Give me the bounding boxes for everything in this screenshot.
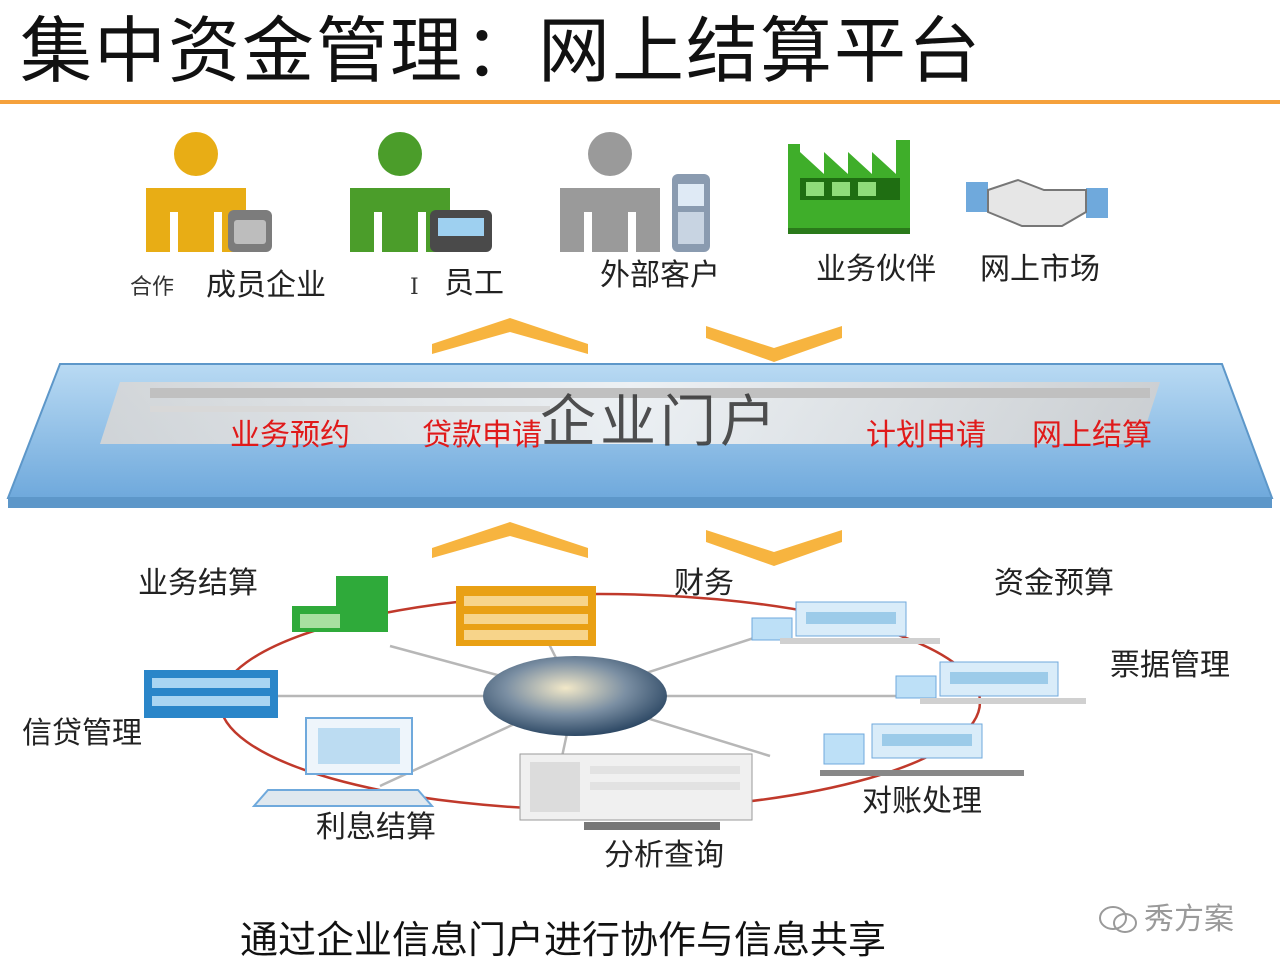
portal-center-label: 企业门户 [540, 390, 780, 455]
label-finance: 财务 [674, 566, 734, 601]
arrow-up-left [432, 318, 588, 354]
portal-item-settlement: 网上结算 [1032, 418, 1152, 453]
label-member-enterprise: 成员企业 [206, 268, 326, 303]
portal-bar [6, 363, 1274, 508]
person-yellow-icon [146, 132, 272, 252]
watermark-text: 秀方案 [1144, 902, 1234, 937]
server-blue-icon [144, 670, 278, 718]
globe-icon [483, 656, 667, 736]
computer-icon-budget [751, 601, 940, 644]
person-gray-phone-icon [560, 132, 710, 252]
person-green-icon [350, 132, 492, 252]
diagram: 合作 成员企业 I 员工 外部客户 业务伙伴 网上市场 企业门户 业务预约 贷款… [0, 106, 1280, 906]
label-bill-management: 票据管理 [1110, 648, 1230, 683]
diagram-artwork [6, 132, 1274, 830]
arrow-up-left-lower [432, 522, 588, 558]
label-external-customer: 外部客户 [600, 258, 720, 293]
label-fund-budget: 资金预算 [994, 566, 1114, 601]
watermark: 秀方案 [1098, 898, 1234, 942]
footer-caption: 通过企业信息门户进行协作与信息共享 [240, 918, 887, 962]
server-orange-icon [456, 586, 596, 646]
label-prefix-member: 合作 [130, 275, 175, 300]
workstation-icon [251, 717, 435, 807]
factory-icon [788, 140, 910, 234]
arrow-down-right [706, 326, 842, 362]
label-business-partner: 业务伙伴 [816, 252, 936, 287]
page-title: 集中资金管理：网上结算平台 [20, 9, 983, 93]
label-credit-management: 信贷管理 [22, 716, 142, 751]
label-prefix-staff: I [410, 275, 419, 300]
computer-icon-reconcile [820, 723, 1024, 776]
portal-item-booking: 业务预约 [230, 418, 350, 453]
label-interest-settlement: 利息结算 [316, 810, 436, 845]
database-icon [519, 753, 753, 830]
wechat-icon [1099, 906, 1137, 933]
label-staff: 员工 [444, 266, 504, 301]
portal-item-loan: 贷款申请 [422, 418, 542, 453]
portal-item-plan: 计划申请 [866, 418, 986, 453]
handshake-icon [966, 178, 1108, 227]
title-divider [0, 100, 1280, 104]
label-business-settlement: 业务结算 [138, 566, 258, 601]
label-online-market: 网上市场 [980, 252, 1100, 287]
label-reconciliation: 对账处理 [862, 784, 982, 819]
computer-icon-notes [895, 661, 1086, 704]
label-analysis-query: 分析查询 [604, 838, 724, 873]
server-green-icon [292, 576, 388, 632]
arrow-down-right-lower [706, 530, 842, 566]
